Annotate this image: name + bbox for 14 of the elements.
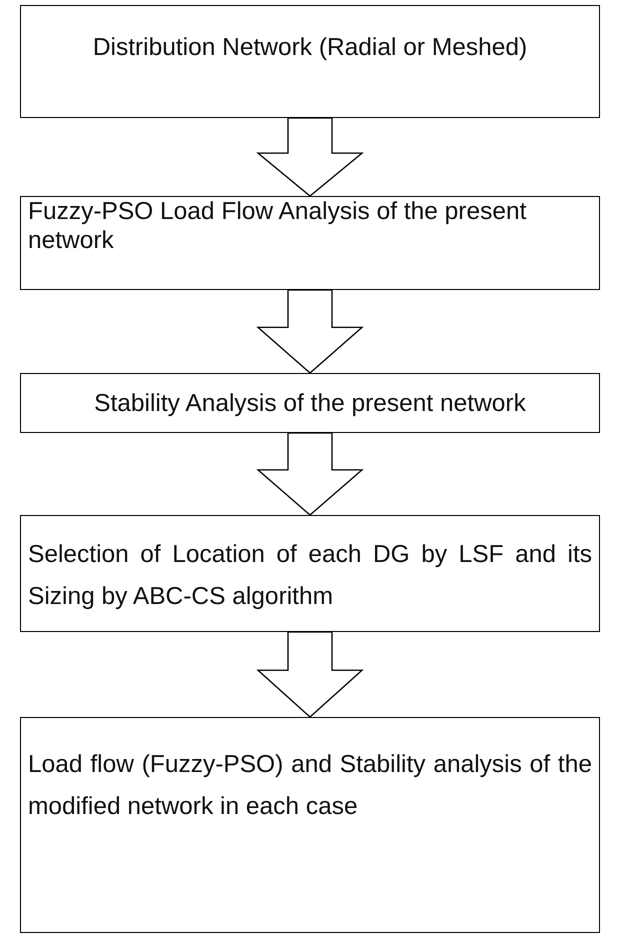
block-arrow — [256, 117, 364, 197]
step-text: Distribution Network (Radial or Meshed) — [92, 33, 528, 63]
step-text: Fuzzy-PSO Load Flow Analysis of the present network — [28, 197, 528, 255]
block-arrow — [256, 631, 364, 718]
block-arrow — [256, 432, 364, 516]
process-box — [20, 515, 600, 632]
step-text: Stability Analysis of the present network — [93, 389, 527, 419]
step-text: Load flow (Fuzzy-PSO) and Stability analysis of the modified network in each case — [28, 750, 592, 822]
step-text: Selection of Location of each DG by LSF and its Sizing by ABC-CS algorithm — [28, 540, 592, 612]
block-arrow — [256, 289, 364, 374]
process-box — [20, 717, 600, 933]
process-box — [20, 5, 600, 118]
process-box — [20, 373, 600, 433]
process-box — [20, 196, 600, 290]
